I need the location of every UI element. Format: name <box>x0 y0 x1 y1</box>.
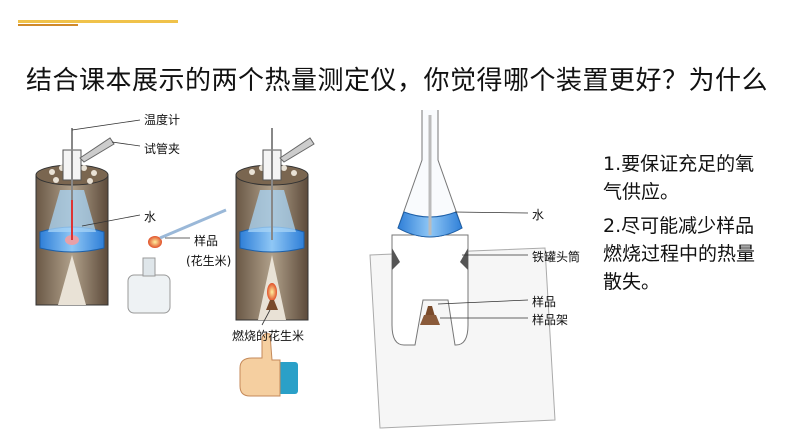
label-burning-peanut: 燃烧的花生米 <box>232 327 304 344</box>
apparatus-middle <box>236 128 314 325</box>
label-tin-can: 铁罐头筒 <box>532 248 580 265</box>
note-point2-line1: 2.尽可能减少样品 <box>603 212 754 240</box>
note-point2-line2: 燃烧过程中的热量 <box>603 240 755 268</box>
note-point1-line1: 1.要保证充足的氧 <box>603 150 754 178</box>
label-test-tube-clamp: 试管夹 <box>144 140 180 157</box>
label-sample-peanut: (花生米) <box>186 252 231 269</box>
note-point1-line2: 气供应。 <box>603 178 679 206</box>
label-sample-right: 样品 <box>532 293 556 310</box>
note-point2-line3: 散失。 <box>603 268 660 296</box>
label-water-right: 水 <box>532 206 544 223</box>
label-water-left: 水 <box>144 208 156 225</box>
apparatus-left <box>36 120 140 305</box>
label-thermometer: 温度计 <box>144 111 180 128</box>
label-sample-holder: 样品架 <box>532 311 568 328</box>
label-sample: 样品 <box>194 232 218 249</box>
apparatus-right <box>370 110 555 428</box>
